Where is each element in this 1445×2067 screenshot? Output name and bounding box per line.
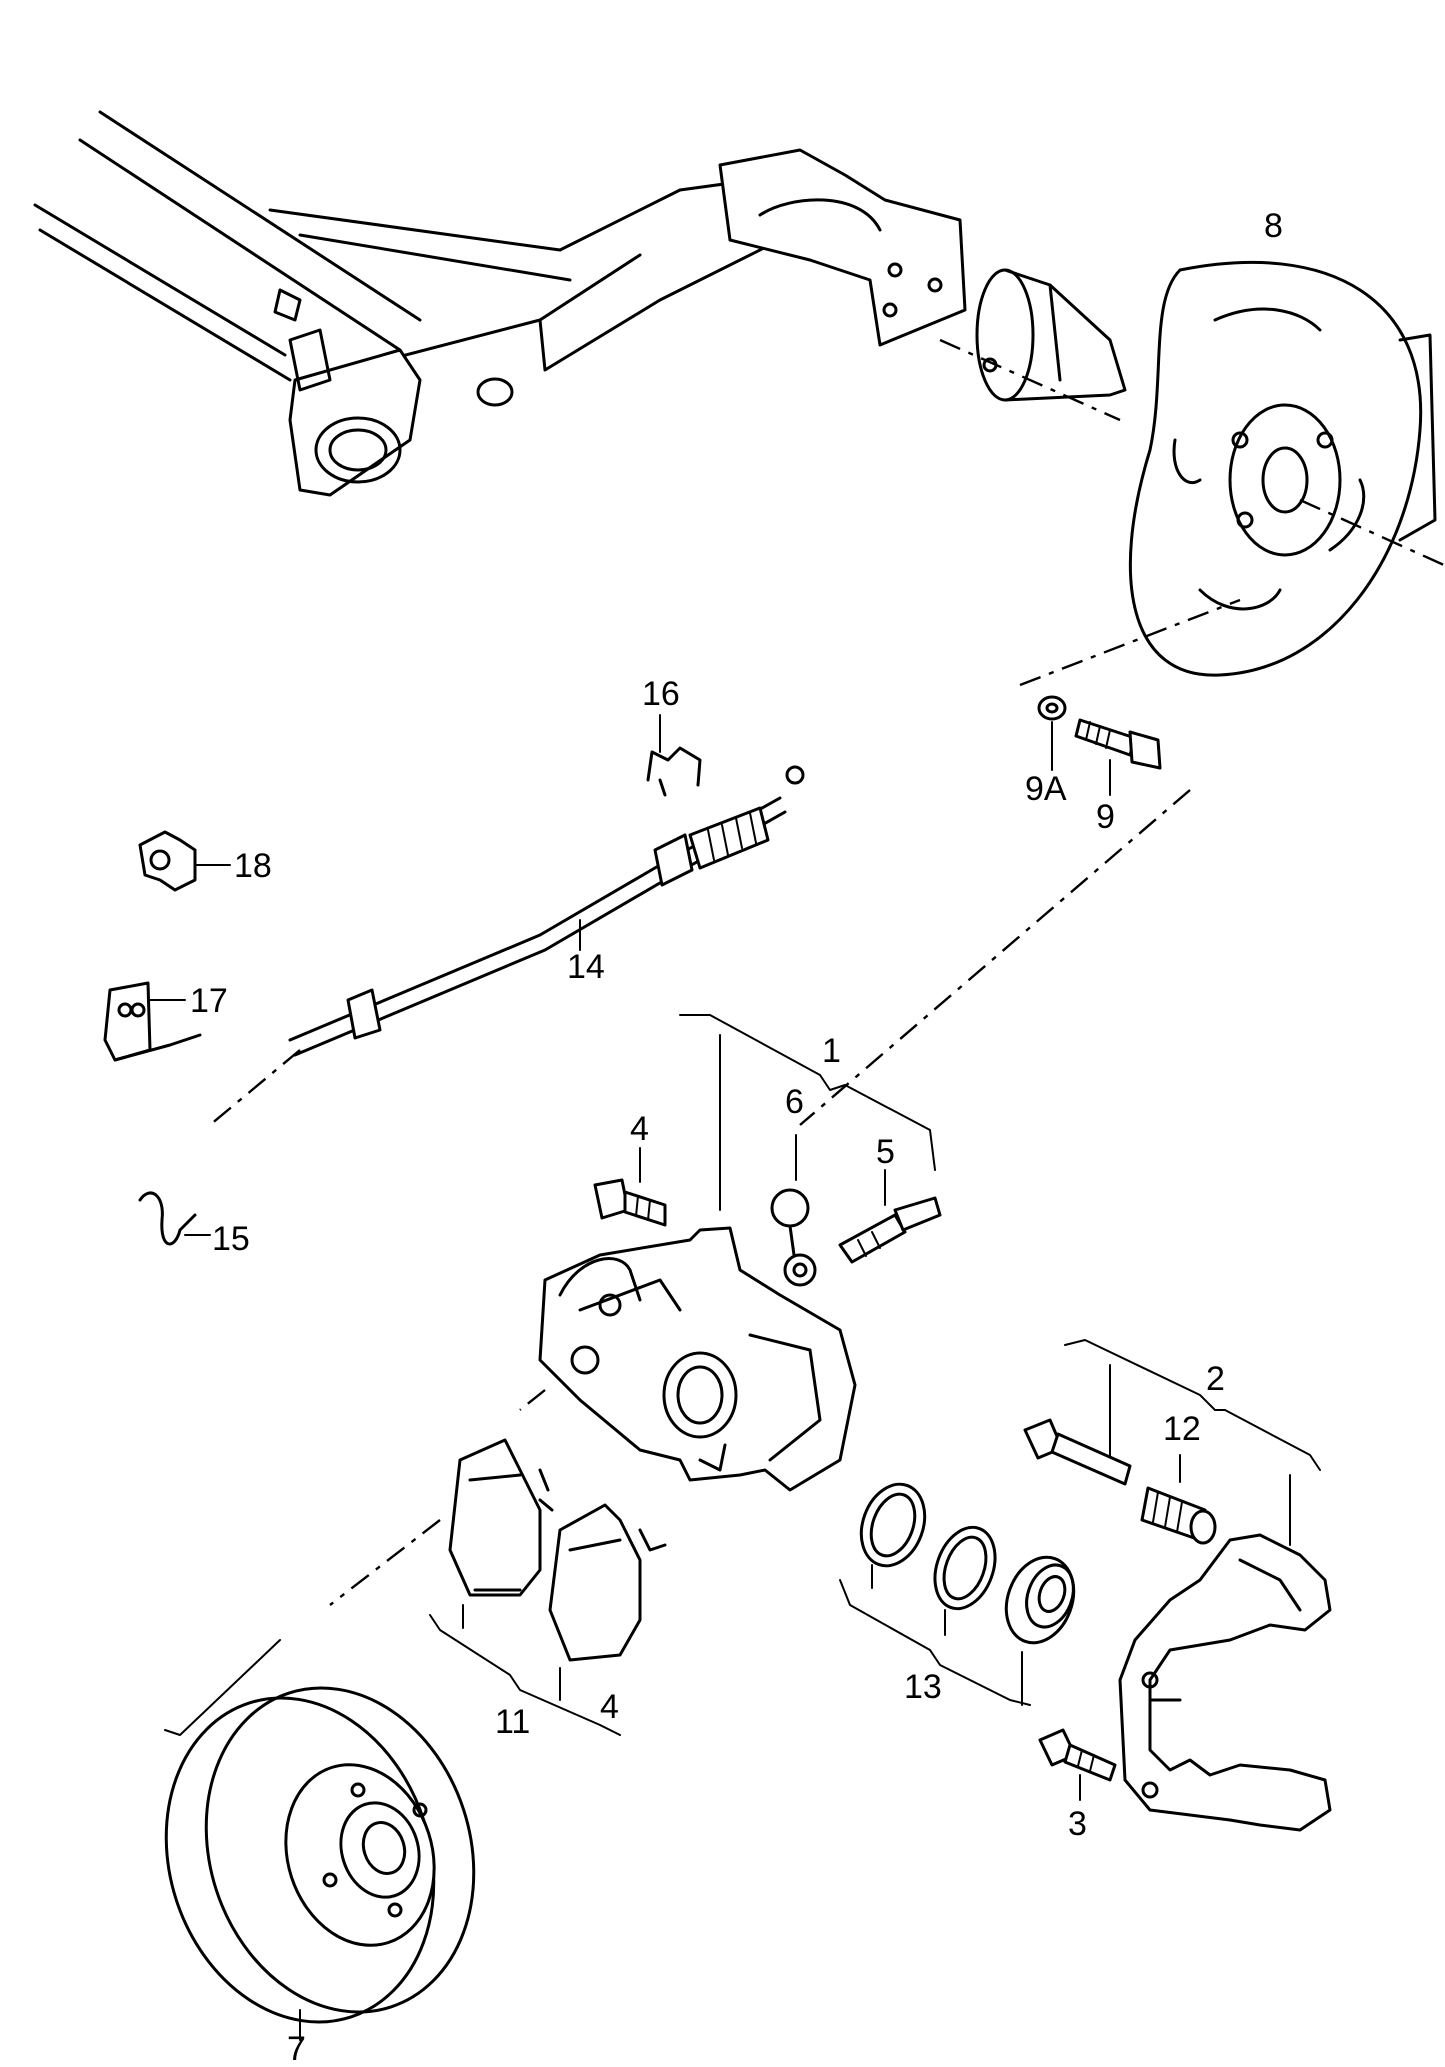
caliper-mounting-centerline <box>799 789 1191 1126</box>
backing-plate-leader <box>1299 498 1445 567</box>
label-part-6: 6 <box>785 1083 804 1121</box>
handbrake-cable-14 <box>288 765 805 1057</box>
bolt-3 <box>1038 1728 1117 1782</box>
label-part-14: 14 <box>567 948 605 986</box>
label-part-13: 13 <box>904 1668 942 1706</box>
label-part-7: 7 <box>287 2030 306 2067</box>
washer-9a <box>1037 695 1067 721</box>
bleed-screw-5 <box>838 1196 942 1264</box>
bracket-11-4 <box>429 1614 621 1736</box>
bracket-1 <box>679 1014 936 1171</box>
caliper-housing <box>538 1226 857 1492</box>
label-part-2: 2 <box>1206 1360 1225 1398</box>
rear-axle-beam <box>33 110 967 497</box>
piston-seal-13b <box>933 1525 997 1611</box>
label-part-18: 18 <box>234 847 272 885</box>
brake-pad-4 <box>548 1503 667 1662</box>
label-part-4-lower: 4 <box>600 1688 619 1726</box>
caliper-dash <box>519 1389 546 1411</box>
brake-pad-11 <box>448 1438 554 1597</box>
disc-leader-bracket <box>164 1639 281 1736</box>
bracket-18 <box>138 830 197 892</box>
bleed-cap-6 <box>770 1188 817 1287</box>
label-part-5: 5 <box>876 1133 895 1171</box>
stub-axle <box>975 268 1127 402</box>
label-part-1: 1 <box>822 1032 841 1070</box>
stub-axle-centerline <box>939 338 1121 422</box>
label-part-9a: 9A <box>1025 770 1067 808</box>
label-part-3: 3 <box>1068 1805 1087 1843</box>
bolt-9-centerline <box>1019 598 1241 687</box>
cable-dash-end <box>209 1049 301 1126</box>
backing-plate <box>1128 261 1437 677</box>
caliper-carrier-2 <box>1118 1533 1332 1832</box>
disc-dash <box>329 1519 441 1606</box>
bracket-17 <box>103 981 202 1062</box>
part-labels: 8 9A 9 16 18 14 17 1 6 4 5 15 2 12 11 4 … <box>190 207 1283 2067</box>
label-part-12: 12 <box>1163 1410 1201 1448</box>
label-part-8: 8 <box>1264 207 1283 245</box>
clip-16 <box>646 746 702 797</box>
bolt-9 <box>1074 718 1162 770</box>
bracket-13 <box>839 1579 1031 1706</box>
label-part-4-upper: 4 <box>630 1110 649 1148</box>
bracket-2 <box>1064 1339 1321 1471</box>
spring-clip-15 <box>138 1191 197 1246</box>
label-part-16: 16 <box>642 675 680 713</box>
label-part-9: 9 <box>1096 798 1115 836</box>
label-part-15: 15 <box>212 1220 250 1258</box>
bolt-4-upper <box>593 1178 667 1227</box>
label-part-11: 11 <box>495 1703 530 1741</box>
brake-disc-7 <box>164 1686 476 2024</box>
piston-seal-13a <box>859 1482 927 1568</box>
guide-sleeve-12 <box>1140 1486 1217 1545</box>
label-part-17: 17 <box>190 982 228 1020</box>
guide-bolt <box>1023 1418 1132 1486</box>
dust-boot-13c <box>1004 1555 1076 1645</box>
